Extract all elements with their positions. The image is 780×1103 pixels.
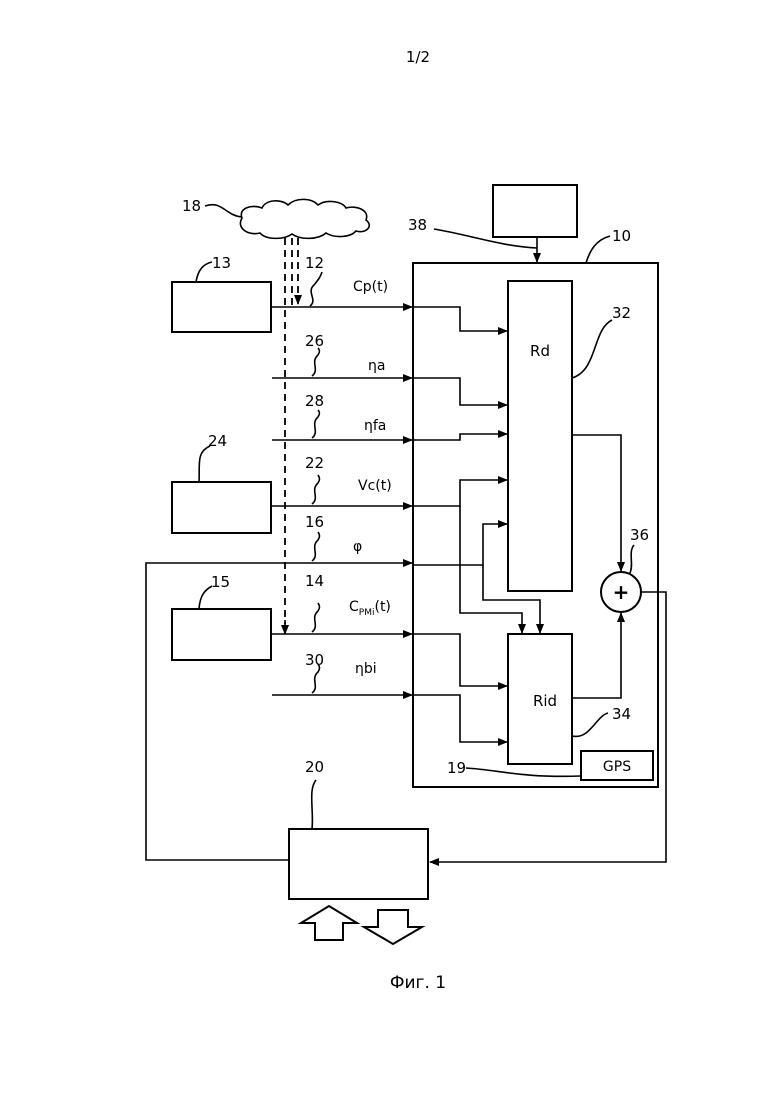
rd-label: Rd: [530, 342, 550, 360]
ref-10: 10: [612, 227, 631, 245]
source-block-13: [172, 282, 271, 332]
ref-28: 28: [305, 392, 324, 410]
ref-13: 13: [212, 254, 231, 272]
page-number: 1/2: [406, 48, 430, 66]
signal-vc: Vc(t): [358, 478, 392, 494]
ref-20: 20: [305, 758, 324, 776]
ref-12: 12: [305, 254, 324, 272]
control-block-20: [289, 829, 428, 899]
sum-label: +: [613, 580, 630, 604]
gps-label: GPS: [603, 759, 631, 775]
ref-30: 30: [305, 651, 324, 669]
tilde-26: [312, 348, 320, 376]
tilde-28: [312, 410, 320, 438]
leader-24: [199, 446, 210, 482]
input-block-38: [493, 185, 577, 237]
leader-34: [572, 713, 608, 736]
leader-10: [586, 236, 610, 263]
ref-36: 36: [630, 526, 649, 544]
ref-32: 32: [612, 304, 631, 322]
signal-eta-fa: ηfa: [364, 418, 386, 434]
ref-38: 38: [408, 216, 427, 234]
tilde-16: [312, 532, 320, 561]
ref-22: 22: [305, 454, 324, 472]
line-rd-to-sum: [572, 435, 621, 571]
ref-34: 34: [612, 705, 631, 723]
down-arrow-icon: [364, 910, 422, 944]
rd-block: [508, 281, 572, 591]
leader-36: [630, 545, 634, 573]
tilde-12: [310, 272, 322, 306]
signal-cpmi: CPMi(t): [349, 599, 391, 618]
signal-cp: Cp(t): [353, 279, 388, 295]
line-rid-to-sum: [572, 613, 621, 698]
ref-26: 26: [305, 332, 324, 350]
leader-32: [572, 320, 612, 378]
figure-caption: Фиг. 1: [390, 973, 446, 993]
tilde-14: [312, 603, 320, 632]
ref-19: 19: [447, 759, 466, 777]
rid-label: Rid: [533, 692, 557, 710]
signal-eta-bi: ηbi: [355, 661, 377, 677]
signal-eta-a: ηa: [368, 358, 385, 374]
source-block-24: [172, 482, 271, 533]
leader-13: [196, 262, 212, 282]
up-arrow-icon: [301, 906, 357, 940]
leader-18: [205, 205, 242, 217]
ref-16: 16: [305, 513, 324, 531]
tilde-22: [312, 475, 320, 504]
source-block-15: [172, 609, 271, 660]
leader-20: [312, 780, 316, 829]
ref-18: 18: [182, 197, 201, 215]
ref-15: 15: [211, 573, 230, 591]
ref-24: 24: [208, 432, 227, 450]
ref-14: 14: [305, 572, 324, 590]
signal-phi: φ: [353, 539, 362, 555]
cloud-18: [240, 199, 369, 238]
leader-19: [466, 768, 581, 776]
